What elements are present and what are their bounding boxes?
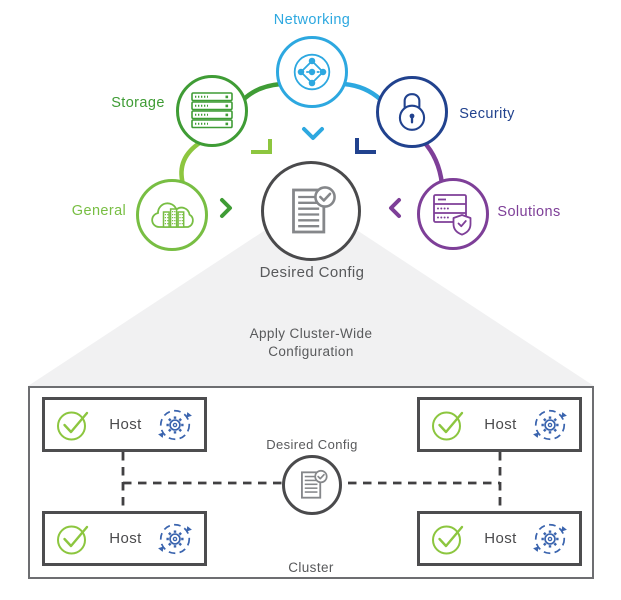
funnel-caption-line1: Apply Cluster-Wide [249,326,373,341]
connector-networking-security [341,81,384,103]
host-box-top-left: Host [42,397,207,452]
check-circle-icon [432,411,464,440]
gear-sync-icon [533,409,567,440]
network-nodes-icon [293,53,331,91]
storage-label: Storage [111,95,165,111]
networking-label: Networking [273,12,351,28]
host-box-top-right: Host [417,397,582,452]
document-check-icon [300,469,328,499]
funnel-caption-line2: Configuration [268,344,354,359]
server-stack-icon [191,92,233,129]
funnel-caption: Apply Cluster-Wide Configuration [161,325,461,361]
connector-security-solutions [420,138,445,187]
host-label: Host [484,530,517,547]
connector-general-storage [179,139,204,187]
cluster-desired-config-label: Desired Config [266,437,358,452]
solutions-label: Solutions [497,204,561,220]
gear-sync-icon [533,523,567,554]
check-circle-icon [432,525,464,554]
host-label: Host [109,530,142,547]
security-label: Security [459,106,515,122]
networking-circle [276,36,348,108]
check-circle-icon [57,525,89,554]
host-label: Host [484,416,517,433]
corner-bracket-right-icon [355,138,376,154]
chevron-right-icon [220,198,232,218]
desired-config-circle [261,161,361,261]
document-check-icon [292,186,336,234]
desired-config-label: Desired Config [259,264,365,281]
cloud-datacenter-icon [151,202,194,228]
solutions-circle [417,178,489,250]
cluster-label: Cluster [288,560,334,575]
cluster-desired-config-circle [282,455,342,515]
security-circle [376,76,448,148]
cluster-box [28,386,594,579]
funnel-shape [28,200,594,386]
corner-bracket-left-icon [251,139,272,154]
connector-storage-networking [240,81,284,103]
chevron-left-icon [389,198,401,218]
padlock-icon [398,93,426,131]
check-circle-icon [57,411,89,440]
general-label: General [71,203,127,219]
general-circle [136,179,208,251]
host-box-bottom-right: Host [417,511,582,566]
gear-sync-icon [158,523,192,554]
server-shield-icon [433,194,472,236]
host-label: Host [109,416,142,433]
host-box-bottom-left: Host [42,511,207,566]
chevron-down-icon [302,127,324,140]
gear-sync-icon [158,409,192,440]
storage-circle [176,75,248,147]
